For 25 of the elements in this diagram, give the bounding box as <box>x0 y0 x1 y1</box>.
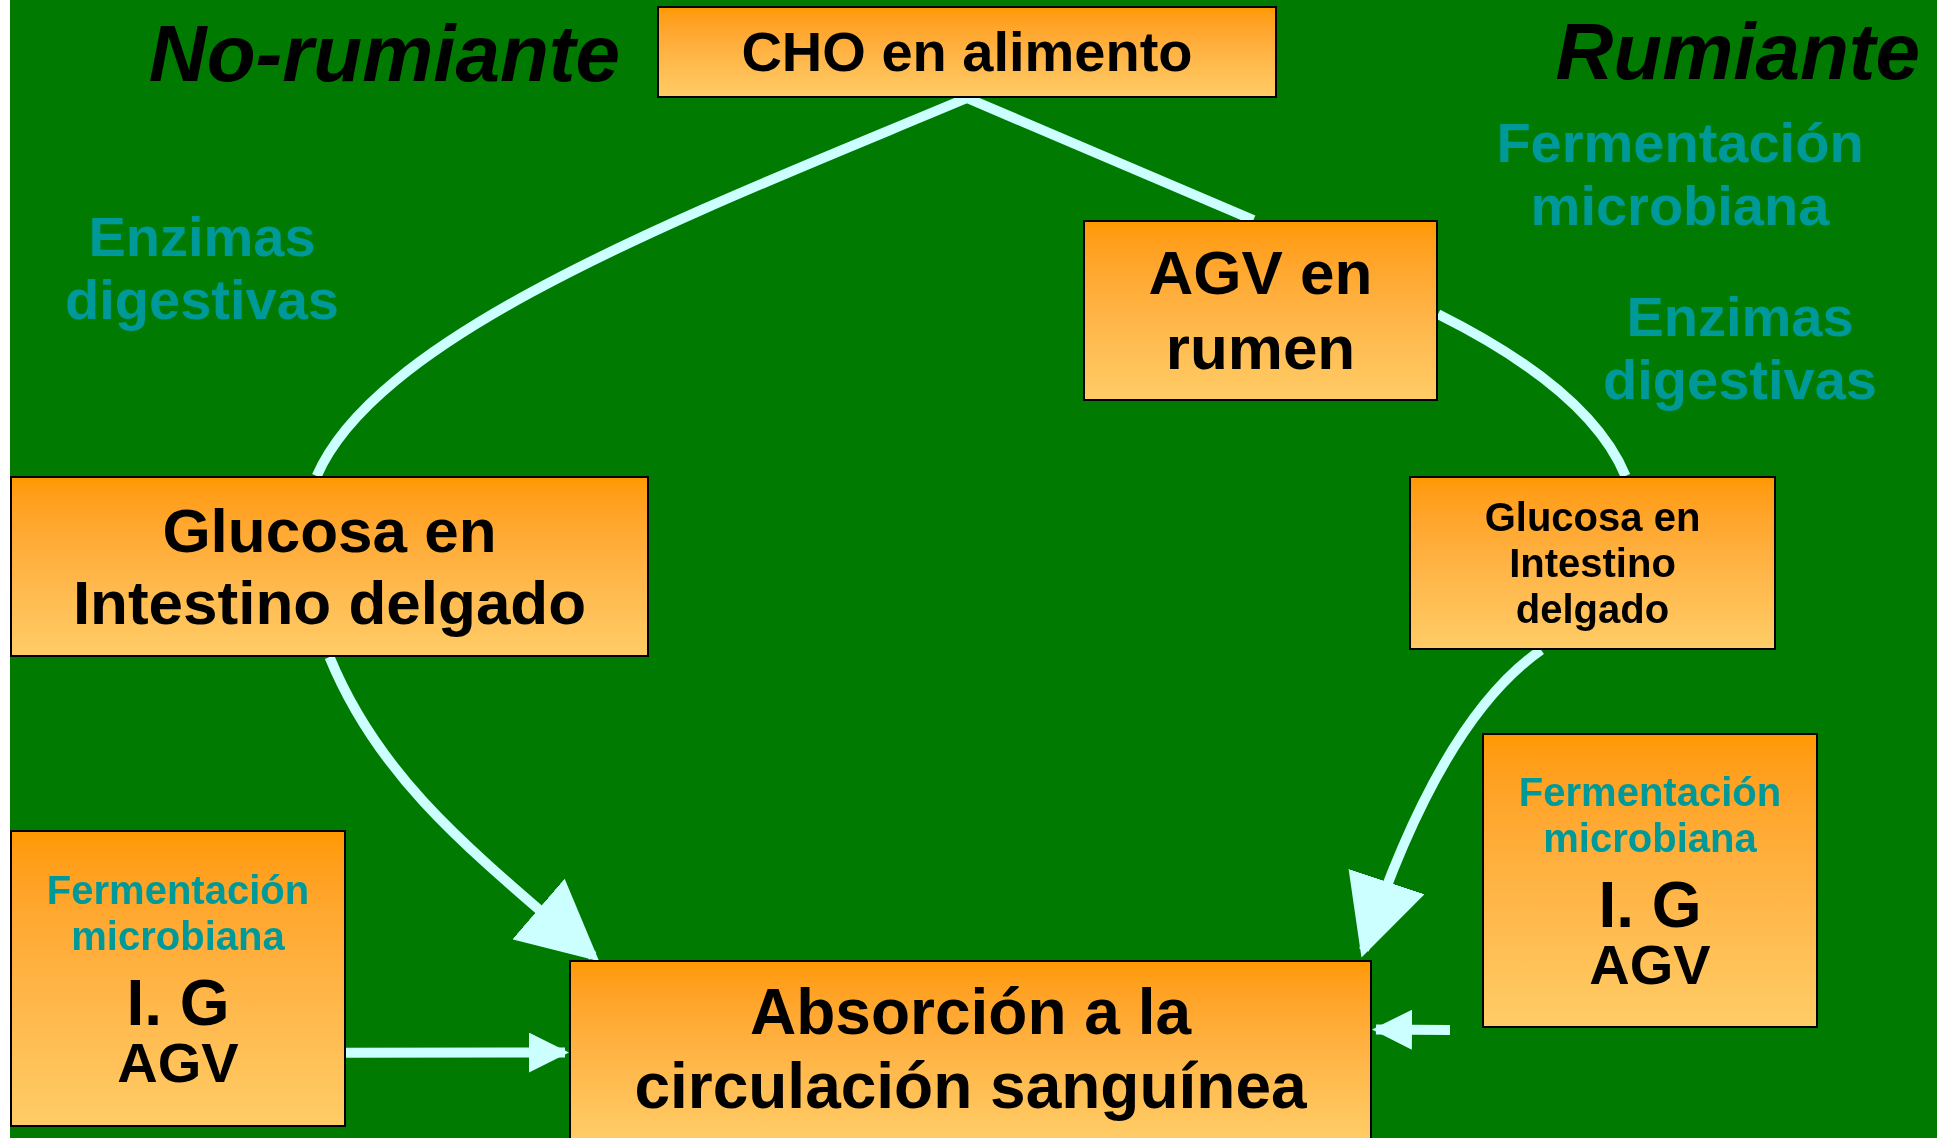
process-box <box>1482 733 1818 1028</box>
box-text: CHO en alimento <box>741 24 1193 80</box>
process-label: Fermentación microbiana <box>1495 112 1865 238</box>
box-text: AGV <box>1589 936 1711 993</box>
process-box <box>1409 476 1776 650</box>
process-label: Enzimas digestivas <box>1602 286 1878 412</box>
process-label: Enzimas digestivas <box>64 206 340 332</box>
box-text: I. G <box>126 970 230 1035</box>
process-box <box>10 830 346 1127</box>
heading: Rumiante <box>1554 12 1920 92</box>
box-text: Fermentación microbiana <box>45 866 311 959</box>
box-text: I. G <box>1598 872 1702 937</box>
arrow <box>346 1032 569 1073</box>
box-text: AGV en rumen <box>1147 237 1374 384</box>
process-box <box>657 6 1277 98</box>
process-box <box>1083 220 1438 401</box>
box-text: Glucosa en Intestino delgado <box>1483 494 1702 632</box>
box-text: Absorción a la circulación sanguínea <box>633 976 1308 1124</box>
heading: No-rumiante <box>147 14 620 94</box>
arrow <box>1372 1009 1451 1050</box>
box-text: AGV <box>117 1034 239 1091</box>
box-text: Glucosa en Intestino delgado <box>71 495 588 638</box>
process-box <box>10 476 649 657</box>
box-text: Fermentación microbiana <box>1517 768 1783 861</box>
process-box <box>569 960 1372 1138</box>
